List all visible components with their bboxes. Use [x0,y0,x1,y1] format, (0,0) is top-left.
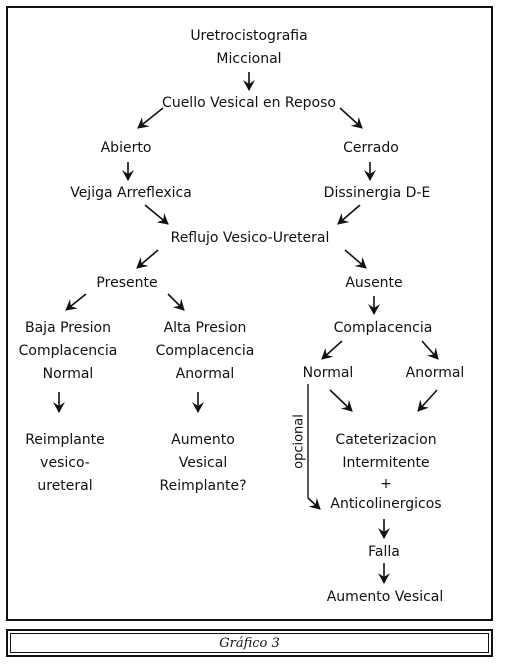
node-label: Reimplante [25,432,105,448]
arrow-opcional-head [307,497,321,510]
node-label: vesico- [40,455,90,471]
node-cateterizacion: Cateterizacion Intermitente + Anticoline… [330,429,441,516]
arrow-reflujo-presente [136,249,159,269]
node-anormal: Anormal [405,365,465,381]
node-label: Complacencia [18,343,118,359]
node-abierto: Abierto [100,140,152,156]
arrow-complacencia-anormal [421,340,439,360]
node-reflujo: Reflujo Vesico-Ureteral [170,230,330,246]
label-opcional: opcional [291,414,307,469]
node-label: Vesical [178,455,228,471]
node-falla: Falla [368,544,400,560]
node-label: + [380,476,392,492]
node-label: Uretrocistografia [190,28,308,44]
arrow-cuello-cerrado [339,107,363,129]
arrow-dissinergia-reflujo [337,204,361,225]
node-label: Anticolinergicos [330,496,442,512]
node-label: Anormal [175,366,235,382]
node-dissinergia: Dissinergia D-E [323,185,431,201]
node-label: Miccional [216,51,282,67]
node-label: Alta Presion [163,320,247,336]
node-label: Aumento [171,432,235,448]
node-label: Intermitente [342,455,430,471]
node-cerrado: Cerrado [343,140,399,156]
node-baja-presion: Baja Presion Complacencia Normal [19,317,118,386]
node-aumento-vesical-final: Aumento Vesical [326,589,444,605]
node-aumento-vesical-reimplante: Aumento Vesical Reimplante? [159,429,246,498]
node-label: Normal [42,366,94,382]
node-label: ureteral [37,478,93,494]
caption-box: Gráfico 3 [6,629,493,657]
arrow-reflujo-ausente [344,249,367,269]
caption-label: Gráfico 3 [219,636,280,651]
arrow-normal-cateter [329,389,353,412]
node-vejiga-arreflexica: Vejiga Arreflexica [70,185,192,201]
arrow-presente-alta [167,293,185,311]
node-label: Baja Presion [25,320,111,336]
node-ausente: Ausente [345,275,403,291]
node-label: Complacencia [155,343,255,359]
node-presente: Presente [96,275,158,291]
node-complacencia: Complacencia [333,320,433,336]
node-label: Reimplante? [159,478,247,494]
arrow-complacencia-normal [321,340,343,360]
node-reimplante: Reimplante vesico- ureteral [25,429,105,498]
arrow-presente-baja [65,293,87,311]
node-normal: Normal [302,365,354,381]
node-cuello-vesical: Cuello Vesical en Reposo [162,95,336,111]
arrow-cuello-abierto [137,107,164,129]
node-alta-presion: Alta Presion Complacencia Anormal [156,317,255,386]
diagram-frame [6,6,493,621]
arrow-vejiga-reflujo [144,204,169,225]
arrow-anormal-cateter [417,389,438,412]
node-uretrocistografia: Uretrocistografia Miccional [190,25,307,71]
node-label: Cateterizacion [335,432,437,448]
